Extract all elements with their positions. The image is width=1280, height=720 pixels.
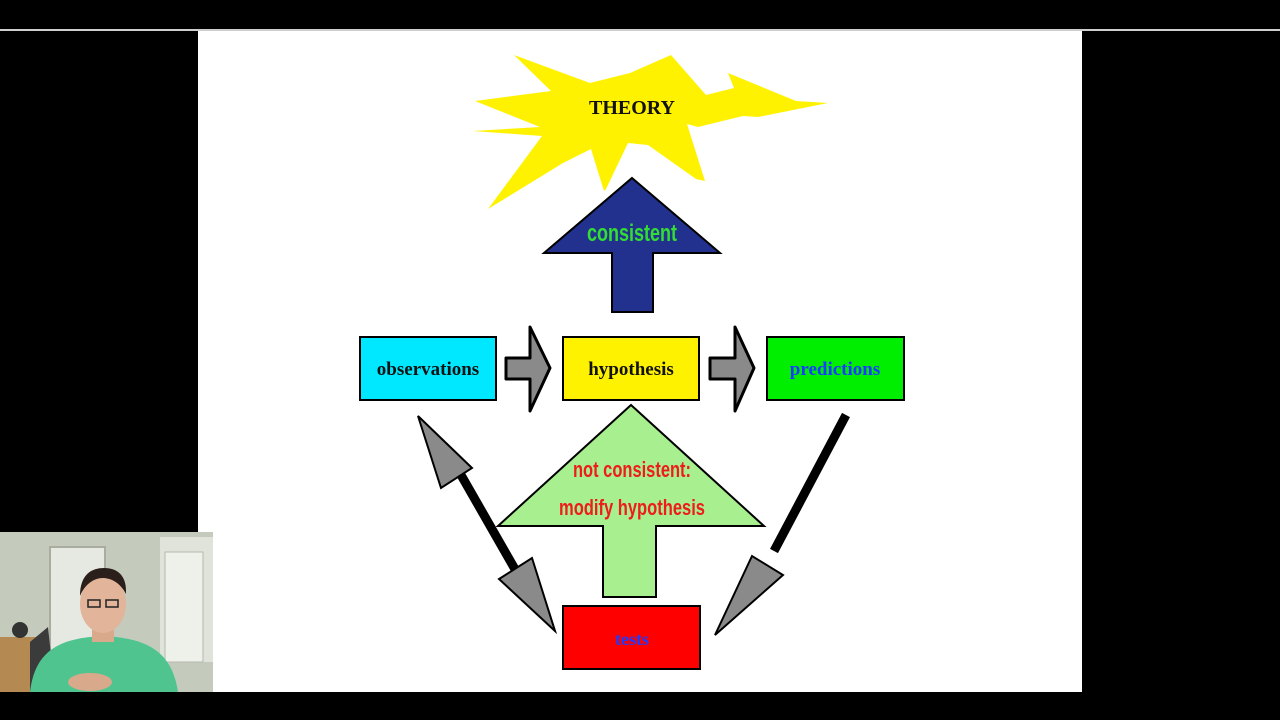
arrow-observations-to-hypothesis xyxy=(504,325,552,413)
tests-arrowhead-right xyxy=(714,554,785,636)
presentation-slide: THEORY consistent observations hypothesi… xyxy=(198,31,1082,692)
scientific-method-diagram: THEORY consistent observations hypothesi… xyxy=(359,55,905,670)
modify-hypothesis-arrow xyxy=(495,403,767,598)
consistent-label: consistent xyxy=(587,220,677,247)
arrow-hypothesis-to-predictions xyxy=(708,325,756,413)
predictions-box xyxy=(766,336,905,401)
top-divider-line xyxy=(0,29,1280,31)
theory-starburst xyxy=(473,55,828,209)
tests-label: tests xyxy=(615,629,649,649)
modify-hypothesis-label: modify hypothesis xyxy=(559,495,705,520)
observations-arrowhead xyxy=(417,415,474,490)
predictions-label: predictions xyxy=(790,359,880,380)
webcam-person-head xyxy=(80,575,126,633)
theory-label: THEORY xyxy=(589,97,676,119)
webcam-object xyxy=(12,622,28,638)
observations-box xyxy=(359,336,497,401)
hypothesis-box xyxy=(562,336,700,401)
observations-tests-line xyxy=(449,458,520,574)
webcam-person-body xyxy=(30,636,178,692)
tests-arrowhead-left xyxy=(497,556,558,635)
webcam-glasses-right xyxy=(105,599,119,608)
observations-label: observations xyxy=(377,359,479,380)
tests-box xyxy=(562,605,701,670)
hypothesis-label: hypothesis xyxy=(588,359,674,380)
webcam-door xyxy=(164,551,204,663)
webcam-person-hands xyxy=(68,673,112,691)
webcam-glasses-left xyxy=(87,599,101,608)
webcam-person-hair xyxy=(80,568,127,596)
consistent-arrow xyxy=(541,176,723,313)
webcam-overlay xyxy=(0,532,213,692)
predictions-tests-line xyxy=(770,412,850,554)
not-consistent-label: not consistent: xyxy=(573,457,691,482)
